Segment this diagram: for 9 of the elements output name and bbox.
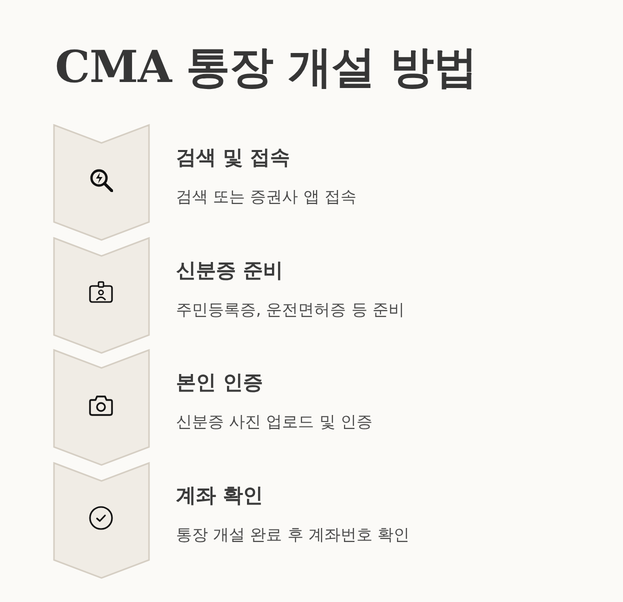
step-description: 신분증 사진 업로드 및 인증 bbox=[176, 412, 372, 433]
title: CMA 통장 개설 방법 bbox=[55, 41, 477, 95]
step-heading: 본인 인증 bbox=[176, 369, 263, 396]
step-heading: 계좌 확인 bbox=[176, 482, 263, 508]
step-heading: 신분증 준비 bbox=[176, 256, 283, 284]
step-description: 통장 개설 완료 후 계좌번호 확인 bbox=[176, 524, 410, 546]
step-heading: 검색 및 접속 bbox=[176, 144, 290, 171]
step-description: 검색 또는 증권사 앱 접속 bbox=[176, 187, 356, 208]
step-description: 주민등록증, 운전면허증 등 준비 bbox=[176, 300, 404, 320]
